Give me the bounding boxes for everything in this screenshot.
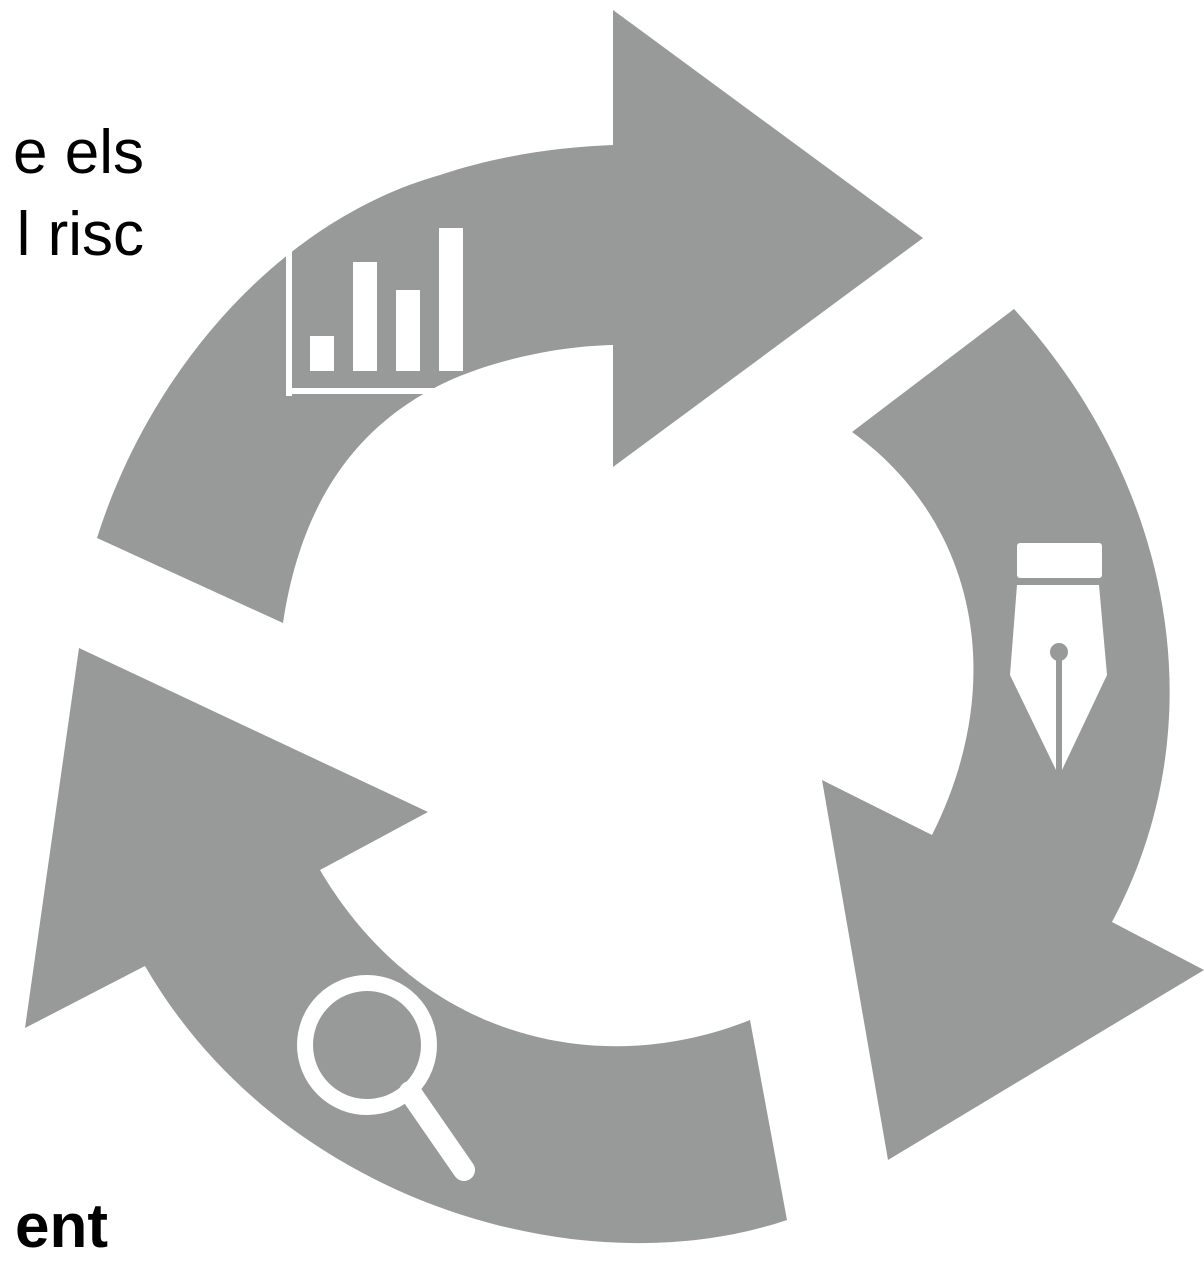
text-fragment-3: ent (15, 1192, 108, 1261)
cycle-arrow-right (822, 309, 1204, 1160)
cycle-arrow-top (97, 10, 923, 623)
text-fragment-1: e els (13, 118, 144, 187)
fountain-pen-icon (1010, 543, 1107, 770)
bar-chart-icon (286, 228, 463, 396)
magnifier-icon (297, 975, 475, 1181)
cycle-arrow-bottom (25, 648, 787, 1244)
text-fragment-2: l risc (16, 200, 144, 269)
